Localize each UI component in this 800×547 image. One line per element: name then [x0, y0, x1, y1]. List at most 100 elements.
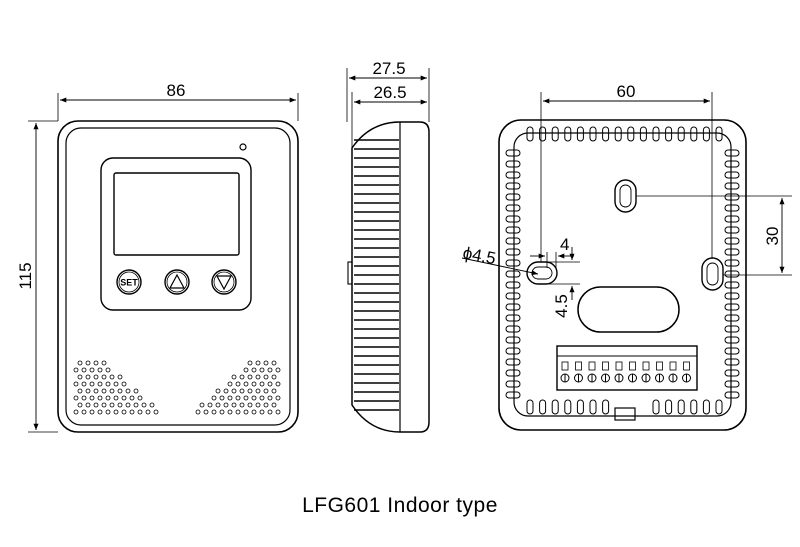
vent-slot — [665, 126, 673, 142]
vent-slot — [724, 281, 740, 289]
vent-hole — [263, 374, 269, 380]
hole-spacing-dimension: 60 — [540, 82, 713, 262]
vent-hole — [259, 381, 265, 387]
vent-slot — [505, 281, 521, 289]
vent-hole — [81, 395, 87, 401]
vent-hole — [113, 409, 119, 415]
vent-hole — [117, 402, 123, 408]
up-button[interactable] — [164, 269, 190, 295]
vent-hole — [195, 409, 201, 415]
width-dimension: 86 — [57, 81, 299, 121]
vent-slot — [551, 126, 559, 142]
vent-slot — [677, 126, 685, 142]
back-view: 60 30 ϕ4.5 4 4.5 — [461, 82, 792, 431]
vent-slot — [724, 193, 740, 201]
vent-hole — [101, 374, 107, 380]
vent-slot — [715, 399, 723, 415]
vent-hole — [255, 388, 261, 394]
vent-slot — [702, 126, 710, 142]
vent-hole — [93, 388, 99, 394]
vent-slot — [652, 399, 660, 415]
vent-hole — [259, 395, 265, 401]
vent-slot — [505, 391, 521, 399]
vent-hole — [231, 388, 237, 394]
vent-slot — [505, 270, 521, 278]
vent-hole — [271, 388, 277, 394]
vent-slot — [724, 336, 740, 344]
vent-hole — [215, 402, 221, 408]
vent-hole — [93, 374, 99, 380]
vent-hole — [133, 402, 139, 408]
vent-slot — [724, 292, 740, 300]
vent-hole — [243, 409, 249, 415]
depth-inner-dimension: 26.5 — [351, 83, 427, 148]
vent-slot — [724, 314, 740, 322]
vent-hole — [267, 395, 273, 401]
vent-hole — [73, 381, 79, 387]
set-button[interactable]: SET — [116, 269, 142, 295]
vent-hole — [89, 409, 95, 415]
side-rear-ledge — [347, 261, 353, 285]
front-body-outline — [57, 120, 299, 433]
vent-hole — [105, 395, 111, 401]
vent-hole — [93, 402, 99, 408]
terminal-clamp — [602, 361, 609, 371]
down-button[interactable] — [211, 269, 237, 295]
cable-entry-opening — [577, 286, 680, 333]
vent-hole — [153, 409, 159, 415]
vent-slot — [724, 325, 740, 333]
vent-hole — [97, 367, 103, 373]
vent-slot — [690, 126, 698, 142]
vent-hole — [121, 409, 127, 415]
vent-slot — [724, 171, 740, 179]
vent-slot — [505, 380, 521, 388]
terminal-clamp — [669, 361, 677, 371]
vent-hole — [255, 360, 261, 366]
vent-hole — [85, 374, 91, 380]
vent-hole — [89, 395, 95, 401]
vent-hole — [215, 388, 221, 394]
vent-hole — [125, 388, 131, 394]
vent-hole — [239, 388, 245, 394]
vent-slot — [505, 248, 521, 256]
vent-slot — [505, 204, 521, 212]
vent-slot — [551, 399, 559, 415]
vent-slot — [724, 303, 740, 311]
vent-hole — [97, 381, 103, 387]
slot-height-dimension: 4.5 — [546, 247, 580, 318]
vent-slot — [505, 336, 521, 344]
vent-hole — [109, 402, 115, 408]
vent-hole — [263, 360, 269, 366]
vent-slot — [505, 314, 521, 322]
vent-slot — [724, 358, 740, 366]
vent-hole — [263, 388, 269, 394]
vertical-spacing-dimension: 30 — [636, 195, 792, 276]
indicator-led — [239, 143, 247, 151]
vent-hole — [247, 388, 253, 394]
vent-hole — [133, 388, 139, 394]
vent-slot — [724, 215, 740, 223]
vent-hole — [73, 395, 79, 401]
vent-hole — [247, 402, 253, 408]
vent-slot — [589, 399, 597, 415]
terminal-clamp — [575, 361, 582, 371]
vent-hole — [275, 381, 281, 387]
vent-hole — [85, 388, 91, 394]
vent-hole — [97, 395, 103, 401]
vent-hole — [219, 409, 225, 415]
vent-hole — [77, 360, 83, 366]
vent-slot — [724, 369, 740, 377]
vent-slot — [505, 303, 521, 311]
terminal-clamp — [683, 361, 690, 371]
vent-slot — [505, 292, 521, 300]
vent-hole — [109, 374, 115, 380]
slot-width-dimension: 4 — [530, 235, 574, 268]
vent-slot — [614, 126, 622, 142]
vent-hole — [77, 374, 83, 380]
vent-hole — [137, 409, 143, 415]
vent-hole — [81, 409, 87, 415]
vent-hole — [73, 409, 79, 415]
hole-diameter-label: ϕ4.5 — [461, 243, 497, 268]
vent-hole — [231, 374, 237, 380]
